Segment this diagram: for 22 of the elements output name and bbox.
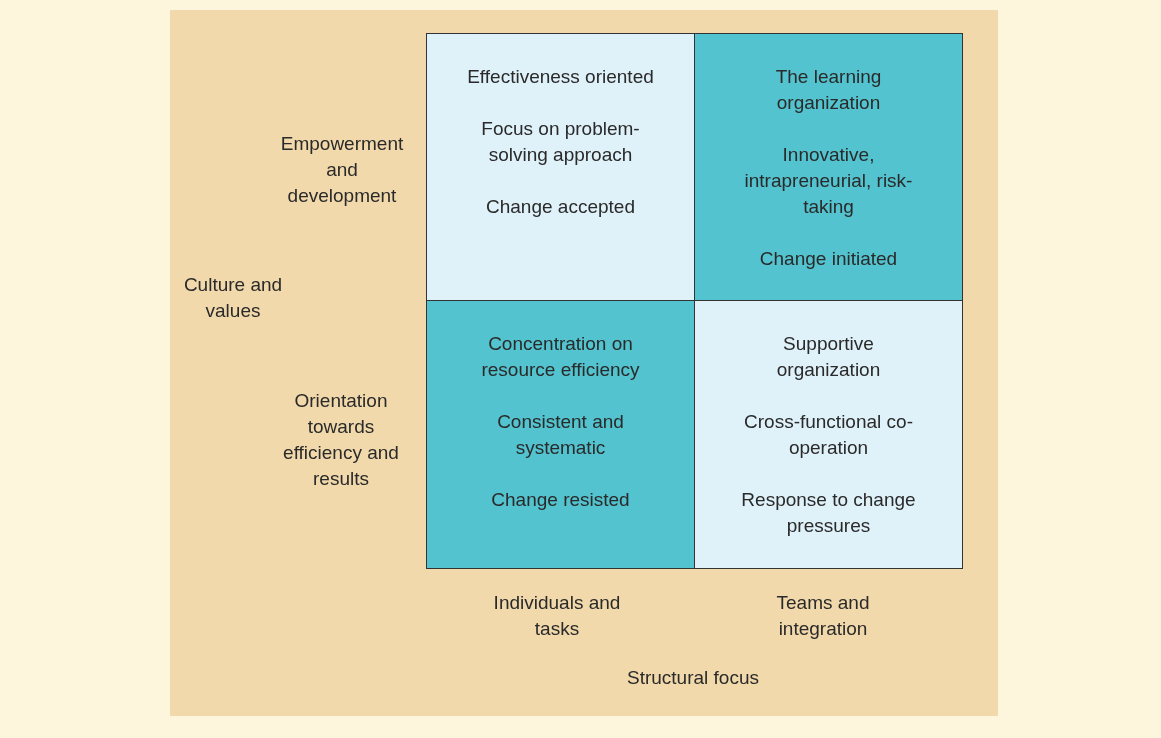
quadrant-text: Response to change pressures bbox=[740, 488, 917, 538]
column-label: Teams and integration bbox=[775, 591, 871, 641]
axis-title: Culture and values bbox=[182, 273, 284, 323]
quadrant-text: The learning organization bbox=[774, 65, 883, 115]
quadrant-box bbox=[426, 300, 695, 569]
row-label: Empowerment and development bbox=[279, 132, 405, 208]
quadrant-text: Consistent and systematic bbox=[496, 410, 625, 460]
quadrant-text: Effectiveness oriented bbox=[466, 65, 655, 89]
quadrant-text: Innovative, intrapreneurial, risk-taking bbox=[743, 143, 914, 219]
quadrant-text: Focus on problem-solving approach bbox=[480, 117, 641, 167]
quadrant-text: Concentration on resource efficiency bbox=[480, 332, 641, 382]
column-label: Individuals and tasks bbox=[492, 591, 622, 641]
quadrant-box bbox=[694, 300, 963, 569]
quadrant-text: Change accepted bbox=[485, 195, 636, 219]
quadrant-box bbox=[426, 33, 695, 302]
quadrant-text: Cross-functional co-operation bbox=[743, 410, 914, 460]
quadrant-text: Change initiated bbox=[758, 247, 899, 271]
axis-title: Structural focus bbox=[626, 666, 760, 690]
quadrant-text: Change resisted bbox=[490, 488, 631, 512]
row-label: Orientation towards efficiency and results bbox=[282, 389, 400, 491]
quadrant-text: Supportive organization bbox=[775, 332, 882, 382]
quadrant-box bbox=[694, 33, 963, 302]
